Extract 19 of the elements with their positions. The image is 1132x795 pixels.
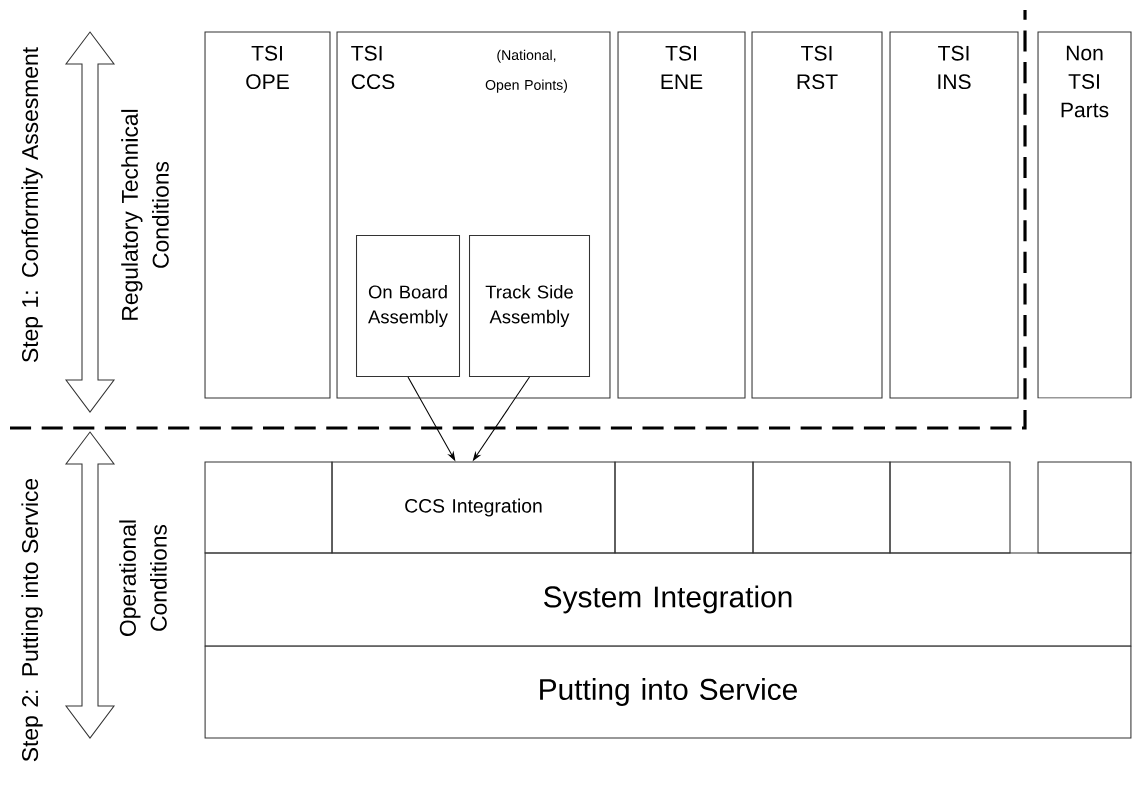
- standard-box: TSI RST: [751, 31, 883, 399]
- side-label: Regulatory Technical Conditions: [121, 109, 169, 320]
- side-label: Operational Conditions: [119, 520, 167, 636]
- empty-box: [1037, 461, 1132, 554]
- process-box: Putting into Service: [204, 645, 1132, 739]
- standard-box: TSI ENE: [617, 31, 746, 399]
- empty-box: [889, 461, 1011, 554]
- side-label: Step 2: Putting into Service: [21, 478, 43, 762]
- empty-box: [752, 461, 891, 554]
- empty-box: [614, 461, 754, 554]
- process-box: On Board Assembly: [356, 235, 461, 378]
- process-box: Track Side Assembly: [469, 235, 591, 378]
- process-box: System Integration: [204, 552, 1132, 647]
- process-box: CCS Integration: [331, 461, 616, 554]
- empty-box: [204, 461, 333, 554]
- standard-box: Non TSI Parts: [1037, 31, 1132, 399]
- side-label: Step 1: Conformity Assesment: [21, 47, 43, 362]
- standard-box: TSI INS: [889, 31, 1019, 399]
- standard-box: TSI OPE: [204, 31, 331, 399]
